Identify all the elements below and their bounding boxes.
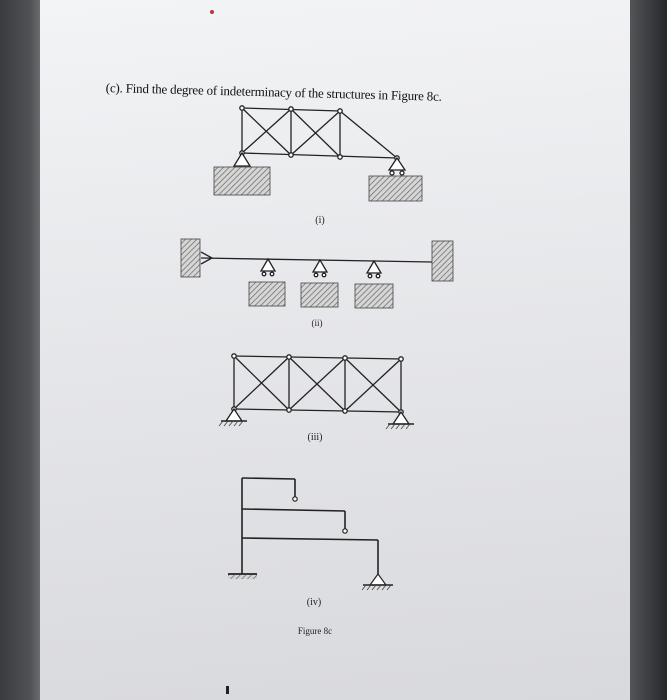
figure-iv-label: (iv) xyxy=(306,597,322,608)
ground-block-ii-b xyxy=(300,282,339,308)
ground-block-right xyxy=(368,175,423,202)
figure-i-truss xyxy=(232,105,407,176)
figure-iv-frame xyxy=(228,477,393,586)
document-page xyxy=(40,0,630,700)
ground-block-ii-a xyxy=(248,281,286,307)
figure-iii-truss xyxy=(221,353,414,425)
figure-ii-beam xyxy=(200,251,433,279)
ground-block-ii-c xyxy=(354,283,394,309)
wall-right xyxy=(431,240,454,282)
figure-iii-label: (iii) xyxy=(307,432,323,443)
figure-ii-label: (ii) xyxy=(311,318,323,328)
ground-block-left xyxy=(213,166,271,196)
monitor-bezel xyxy=(625,0,667,700)
figure-i-label: (i) xyxy=(315,215,325,226)
dust-mark xyxy=(210,10,214,14)
figure-caption: Figure 8c xyxy=(297,626,333,636)
text-cursor-mark xyxy=(226,686,229,694)
wall-left xyxy=(180,238,201,278)
